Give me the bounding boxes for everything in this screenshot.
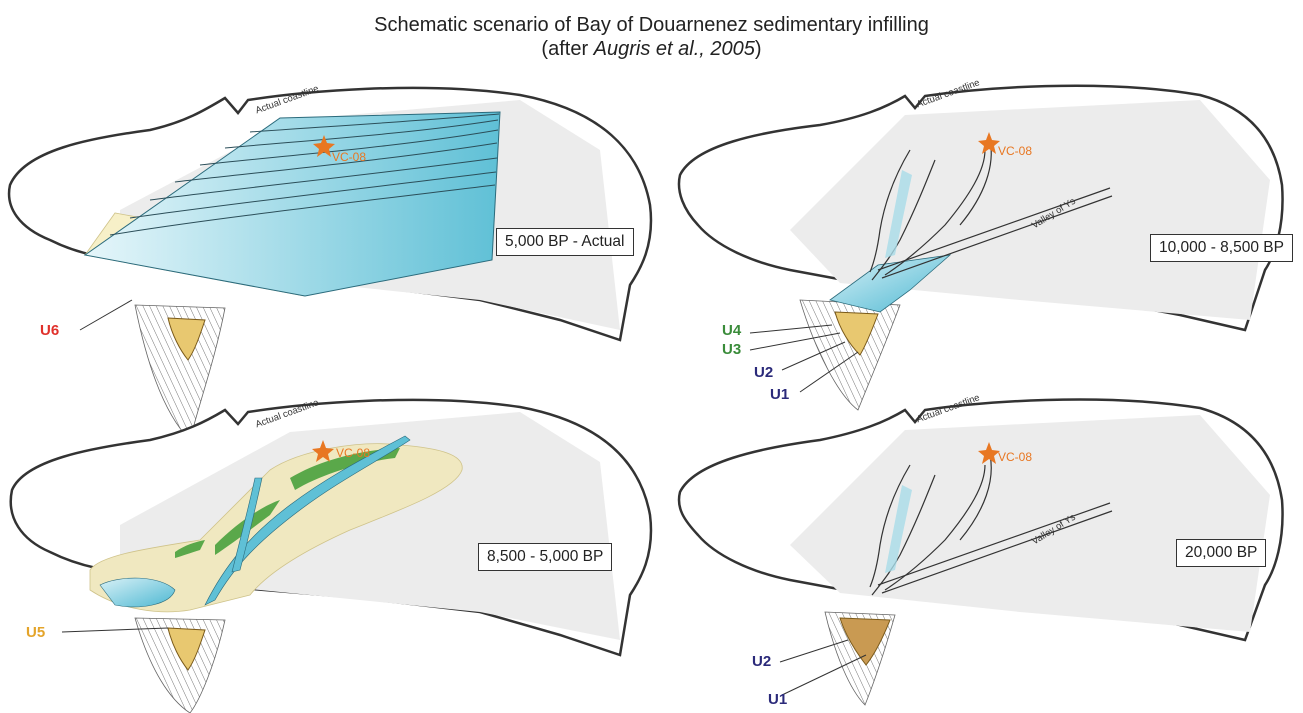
infill-lens [167, 627, 206, 671]
river-channels [869, 454, 1113, 596]
figure-subtitle: (after Augris et al., 2005) [0, 38, 1303, 61]
subtitle-prefix: (after [541, 38, 594, 60]
period-label: 8,500 - 5,000 BP [478, 543, 613, 571]
unit-leaders [779, 639, 867, 696]
star-icon [312, 440, 334, 462]
star-icon [978, 442, 1000, 464]
panel-20000bp [677, 398, 1284, 706]
period-label: 5,000 BP - Actual [496, 228, 634, 256]
lagoon [99, 577, 176, 608]
unit-label-u2: U2 [754, 364, 774, 381]
river [231, 477, 263, 573]
river [204, 435, 411, 606]
vegetation [175, 540, 205, 558]
seafloor-shade [790, 415, 1270, 632]
infill-lens [167, 317, 206, 361]
swell-lines [109, 113, 500, 236]
cross-section [799, 299, 901, 411]
panel-10000-8500bp [677, 84, 1284, 411]
citation: Augris et al., 2005 [593, 38, 755, 60]
unit-label-u5: U5 [26, 624, 46, 641]
panel-5000bp-actual [7, 86, 653, 441]
site-label: VC-08 [998, 144, 1033, 158]
star-icon [978, 132, 1000, 154]
site-label: VC-08 [998, 450, 1033, 464]
unit-leaders [749, 324, 859, 393]
site-label: VC-08 [332, 150, 367, 164]
sea-surface [83, 111, 501, 297]
infill-lens [839, 617, 891, 666]
infill-lens [834, 311, 879, 356]
period-label: 20,000 BP [1176, 539, 1267, 567]
channel-fill [885, 485, 912, 573]
figure-title: Schematic scenario of Bay of Douarnenez … [374, 14, 929, 36]
unit-label-u6: U6 [40, 322, 60, 339]
subtitle-suffix: ) [754, 38, 762, 60]
panel-8500-5000bp [9, 398, 653, 713]
star-icon [313, 135, 335, 157]
u5-leader [61, 627, 169, 633]
unit-label-u3: U3 [722, 341, 742, 358]
u6-leader [79, 299, 133, 331]
unit-label-u1: U1 [768, 691, 788, 708]
unit-label-u2: U2 [752, 653, 772, 670]
period-label: 10,000 - 8,500 BP [1150, 234, 1293, 262]
unit-label-u1: U1 [770, 386, 790, 403]
unit-label-u4: U4 [722, 322, 742, 339]
channel-fill [885, 170, 912, 258]
site-label: VC-08 [336, 446, 371, 460]
